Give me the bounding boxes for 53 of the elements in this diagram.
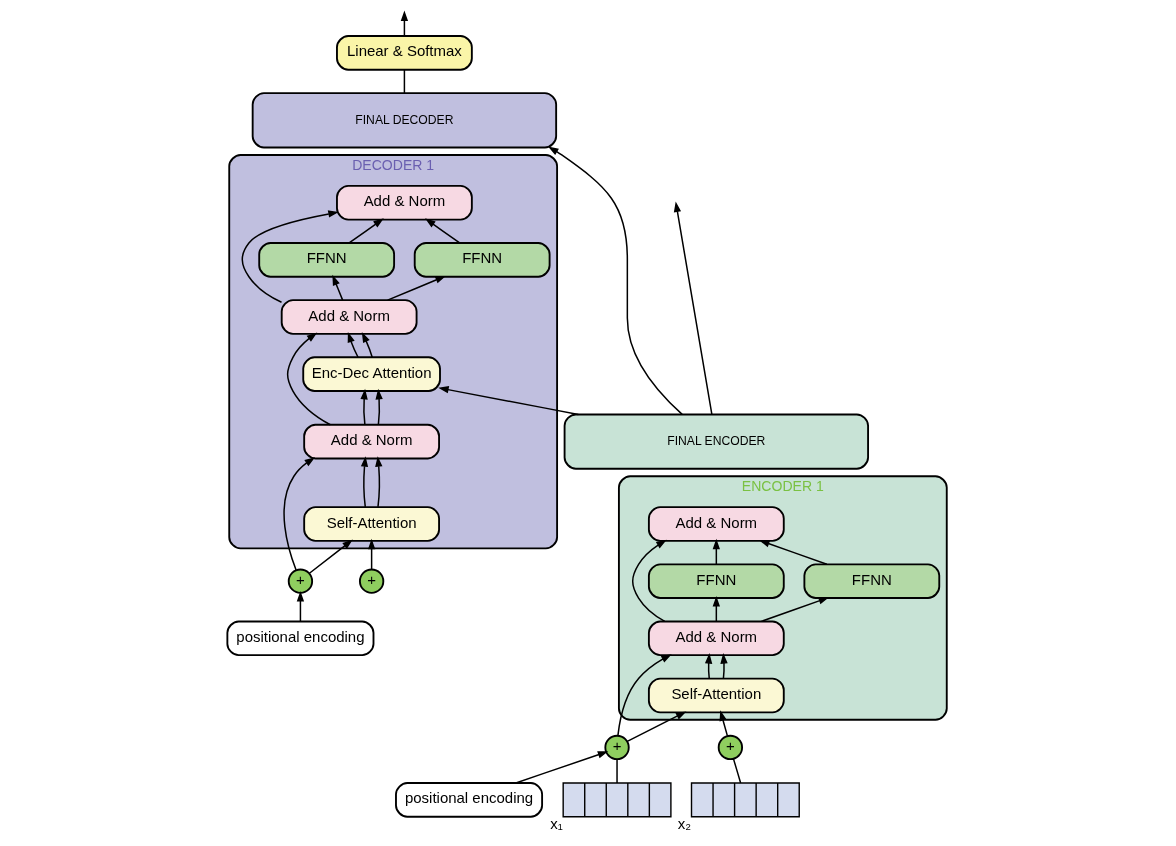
arrow: [719, 710, 729, 737]
arrow: [704, 653, 713, 680]
arrow: [438, 386, 580, 416]
arrow: [367, 538, 376, 571]
node-box: FINAL DECODER: [251, 92, 558, 149]
arrow: [548, 146, 683, 416]
arrow: [759, 540, 828, 565]
arrow: [673, 201, 713, 416]
arrow: [296, 590, 305, 623]
node-box: FFNN: [258, 242, 396, 278]
arrow: [631, 539, 667, 623]
node-box: positional encoding: [226, 620, 375, 657]
arrow: [347, 331, 359, 358]
node-box: FFNN: [803, 563, 941, 599]
connector: [732, 758, 742, 784]
arrow: [626, 711, 687, 743]
node-circle: +: [717, 734, 744, 761]
node-box: Self-Attention: [303, 506, 440, 542]
node-box: FFNN: [413, 242, 551, 278]
arrow: [515, 751, 609, 784]
arrow: [286, 332, 332, 426]
arrow: [375, 388, 383, 426]
arrow: [308, 539, 353, 574]
arrow: [361, 332, 373, 358]
connector: [403, 69, 406, 94]
arrow: [760, 597, 830, 623]
node-circle: +: [287, 568, 314, 594]
node-box: FFNN: [647, 563, 785, 599]
node-box: positional encoding: [395, 782, 544, 818]
arrow: [425, 218, 461, 244]
node-box: Add & Norm: [336, 184, 473, 221]
arrow: [386, 275, 446, 301]
node-box: Add & Norm: [303, 423, 440, 460]
node-box: Linear & Softmax: [336, 35, 473, 71]
arrow: [241, 210, 339, 303]
arrow: [375, 456, 383, 508]
node-box: Self-Attention: [647, 677, 785, 714]
connector: [616, 758, 618, 784]
arrow: [617, 654, 672, 737]
node-label: x₁: [550, 815, 563, 833]
arrow: [360, 456, 369, 508]
arrow: [348, 218, 384, 244]
arrow: [720, 653, 728, 680]
node-box: Add & Norm: [647, 620, 785, 657]
arrow: [283, 457, 316, 571]
node-circle: +: [358, 568, 385, 594]
node-circle: +: [604, 734, 630, 761]
node-label: x₂: [677, 815, 692, 833]
node-box: Add & Norm: [647, 506, 785, 542]
arrow: [360, 388, 368, 426]
node-box: FINAL ENCODER: [563, 413, 869, 470]
node-box: Enc-Dec Attention: [302, 356, 441, 392]
node-box: Add & Norm: [280, 299, 418, 335]
